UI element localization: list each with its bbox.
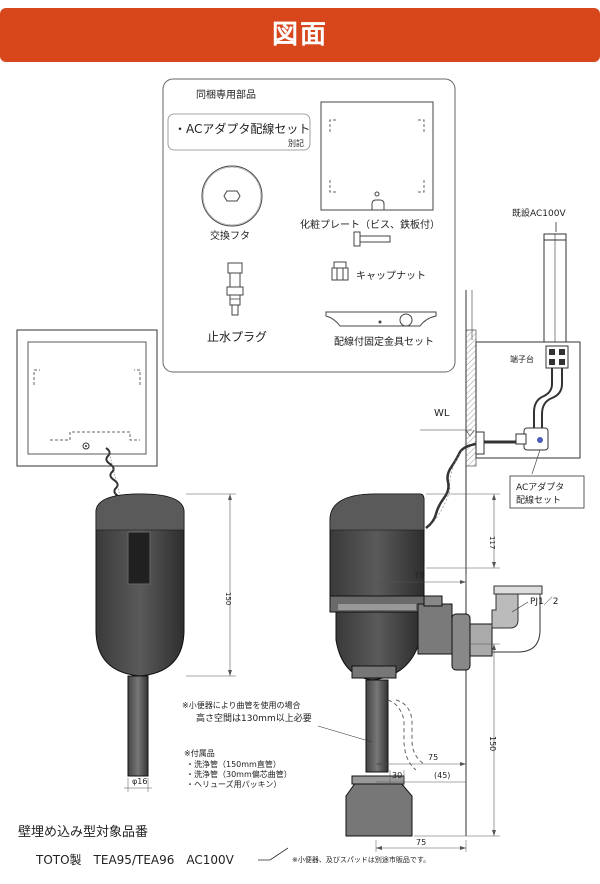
footer-title: 壁埋め込み型対象品番 [18, 825, 148, 840]
dim-30: 30 [392, 771, 402, 780]
terminal-block-icon [545, 345, 569, 369]
side-flush-pipe [365, 679, 389, 773]
wiring-bracket-icon [325, 311, 437, 327]
title-banner [0, 8, 600, 62]
existing-ac-label: 既設AC100V [512, 207, 566, 219]
dim-45: (45) [434, 771, 450, 780]
dim-150-side: 150 [488, 736, 497, 751]
separate-note: 別記 [288, 138, 304, 148]
bend-note-2: 高さ空間は130mm以上必要 [196, 712, 312, 724]
supply-pipe [491, 589, 519, 629]
accessories-title: ※付属品 [184, 748, 215, 758]
ac-adapter-callout-box [509, 475, 585, 509]
parts-box-title: 同梱専用部品 [196, 88, 256, 101]
accessory-item-2: ・洗浄管（30mm偏芯曲管） [186, 769, 292, 779]
cap-nut-icon [331, 261, 349, 281]
hex-socket-icon [223, 190, 241, 202]
cap-nut-label: キャップナット [356, 270, 426, 282]
bend-note-1: ※小便器により曲管を使用の場合 [182, 700, 301, 710]
ac-adapter-icon [523, 427, 549, 451]
footnote: ※小便器、及びスパッドは別途市販品です。 [292, 855, 430, 864]
stop-plug-icon [226, 262, 244, 316]
dim-75-bottom: 75 [428, 753, 438, 762]
front-sensor-window [127, 531, 151, 585]
dim-phi16: φ16 [132, 777, 147, 786]
ac-adapter-callout-line1: ACアダプタ [516, 481, 564, 493]
terminal-block-label: 端子台 [510, 354, 534, 364]
side-coil-cable [425, 442, 477, 529]
dim-75-top: 75 [414, 571, 424, 580]
screw-icon [353, 231, 391, 247]
adapter-wire [533, 368, 553, 430]
wl-label: WL [434, 408, 450, 419]
dim-75-base: 75 [416, 838, 426, 847]
spud-fitting [345, 781, 413, 837]
ac-adapter-set-label: ・ACアダプタ配線セット [174, 121, 310, 136]
dim-front-150: 150 [224, 592, 232, 605]
ac-adapter-set-box [167, 113, 311, 151]
ac-adapter-callout-line2: 配線セット [516, 494, 561, 506]
dim-117: 117 [488, 536, 496, 549]
front-coil-cable [105, 447, 119, 497]
exchange-lid-label: 交換フタ [210, 229, 250, 242]
front-flush-pipe [127, 675, 149, 777]
accessory-item-1: ・洗浄管（150mm直管） [186, 759, 281, 769]
inlet-union [417, 603, 453, 655]
wiring-bracket-label: 配線付固定金具セット [334, 335, 434, 348]
decorative-plate-icon [320, 101, 434, 211]
decorative-plate-label: 化粧プレート（ビス、鉄板付） [300, 218, 440, 231]
accessory-item-3: ・ヘリューズ用パッキン） [186, 779, 281, 789]
stop-plug-label: 止水プラグ [207, 330, 267, 344]
pj-label: PJ1／2 [530, 596, 559, 607]
footer-model: TOTO製 TEA95/TEA96 AC100V [35, 853, 235, 867]
page-title: 図面 [271, 20, 328, 50]
